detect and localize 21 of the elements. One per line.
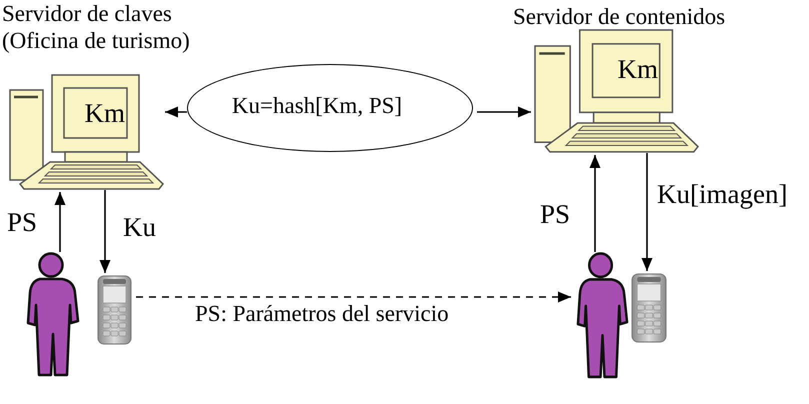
person-figure [575, 252, 631, 380]
person-figure [25, 252, 82, 378]
dashed-arrow [136, 292, 571, 302]
arrow [590, 155, 600, 252]
screen-label: Km [618, 56, 658, 83]
edge-label: PS [7, 207, 38, 238]
screen-label: Km [84, 100, 125, 127]
server-title: Servidor de contenidos [513, 3, 726, 30]
edge-label: Ku[imagen] [657, 179, 788, 210]
arrow [477, 106, 531, 118]
server-title: Servidor de claves (Oficina de turismo) [2, 0, 191, 54]
arrow [642, 153, 652, 271]
arrow [165, 106, 187, 118]
arrow [100, 190, 110, 273]
edge-label: PS [540, 199, 570, 230]
edge-label: Ku [123, 212, 156, 244]
mobile-phone-icon [631, 273, 667, 343]
mobile-phone-icon [97, 275, 132, 345]
arrow [54, 192, 66, 252]
formula-text: Ku=hash[Km, PS] [232, 93, 402, 119]
edge-label: PS: Parámetros del servicio [195, 301, 449, 328]
